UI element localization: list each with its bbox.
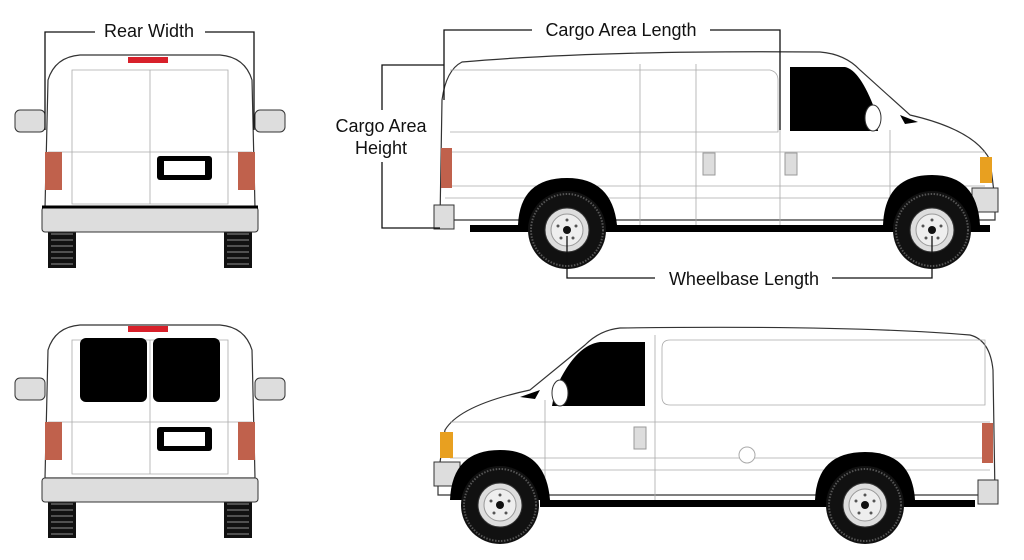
rear-window: [153, 338, 220, 402]
tail-light: [238, 422, 255, 460]
mirror: [14, 109, 46, 133]
rear-view-cargo: [14, 54, 286, 269]
tail-light: [982, 423, 993, 463]
tail-light: [441, 148, 452, 188]
brake-light: [128, 57, 168, 63]
tail-light: [45, 422, 62, 460]
turn-signal: [440, 432, 453, 458]
mirror: [254, 377, 286, 401]
mirror: [551, 379, 569, 407]
cargo-area-length-label: Cargo Area Length: [545, 20, 696, 40]
side-window: [552, 342, 645, 406]
side-window: [790, 67, 878, 131]
rear-width-label: Rear Width: [104, 21, 194, 41]
mirror: [14, 377, 46, 401]
wheelbase-length-label: Wheelbase Length: [669, 269, 819, 289]
side-view-driver-side: [433, 326, 999, 545]
cargo-area-height-label-line1: Cargo Area: [335, 116, 427, 136]
cargo-area-length-dimension: Cargo Area Length: [443, 20, 781, 130]
mirror: [864, 104, 882, 132]
turn-signal: [980, 157, 992, 183]
rear-view-windows: [14, 324, 286, 539]
mirror: [254, 109, 286, 133]
brake-light: [128, 326, 168, 332]
tail-light: [238, 152, 255, 190]
tail-light: [45, 152, 62, 190]
wheelbase-length-dimension: Wheelbase Length: [566, 236, 933, 289]
cargo-area-height-dimension: Cargo Area Height: [335, 64, 444, 229]
rear-width-dimension: Rear Width: [44, 21, 255, 130]
cargo-area-height-label-line2: Height: [355, 138, 407, 158]
side-view-passenger-side: [433, 51, 999, 270]
rear-window: [80, 338, 147, 402]
